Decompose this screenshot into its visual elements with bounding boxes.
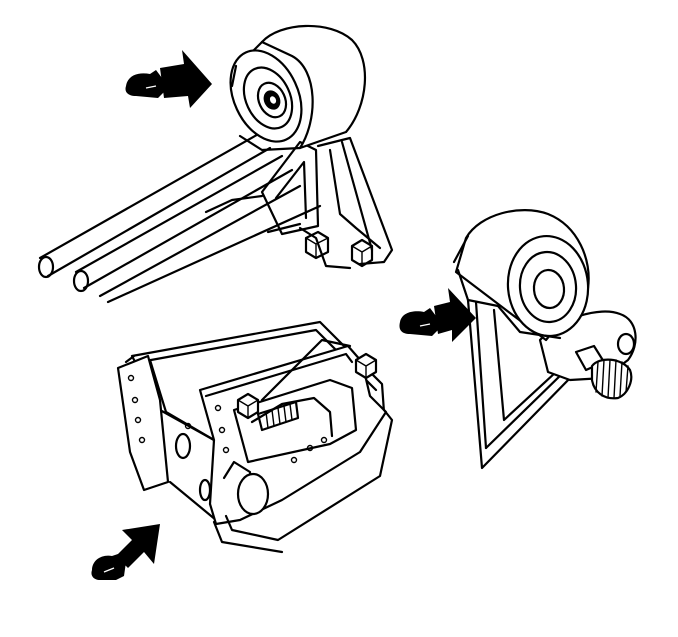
- bolt-icon: [350, 238, 374, 268]
- bolt-icon: [236, 392, 260, 420]
- threaded-stud-icon: [256, 400, 300, 432]
- mount-insulator: [198, 338, 394, 554]
- arrow-right: [399, 288, 476, 342]
- frame-rails: [37, 130, 322, 304]
- pointing-hand-arrow-icon: [125, 50, 212, 108]
- pointing-hand-arrow-icon: [399, 288, 476, 342]
- arrow-upper-left: [125, 50, 212, 108]
- bolt-icon: [304, 230, 330, 260]
- arrow-lower-left: [91, 524, 160, 580]
- pointing-hand-arrow-icon: [91, 524, 160, 580]
- upper-left-engine-mount: [37, 24, 394, 304]
- threaded-stud-icon: [595, 359, 629, 399]
- bolt-icon: [354, 352, 378, 380]
- mount-bushing: [229, 24, 367, 152]
- mount-bracket: [260, 136, 394, 270]
- lower-transmission-mount: [116, 320, 394, 554]
- mount-bracket: [466, 298, 580, 470]
- right-engine-mount: [452, 209, 637, 470]
- mount-bushing: [452, 209, 590, 342]
